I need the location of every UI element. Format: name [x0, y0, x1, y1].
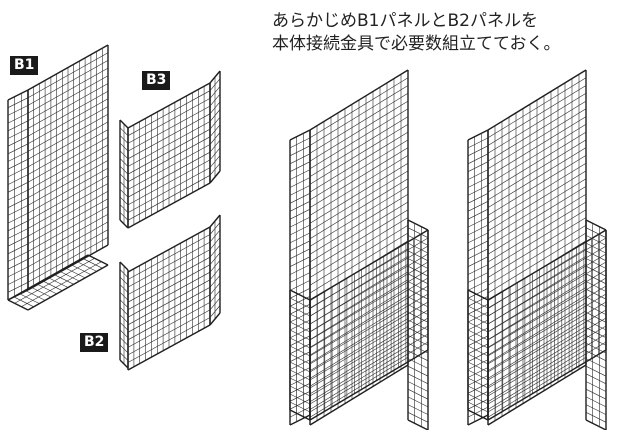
- instruction-text: あらかじめB1パネルとB2パネルを 本体接続金具で必要数組立てておく。: [272, 10, 617, 56]
- assembled-unit-right: [467, 69, 607, 430]
- panel-b2: [119, 214, 221, 371]
- panel-label-b3: B3: [142, 71, 171, 90]
- instruction-line-1: あらかじめB1パネルとB2パネルを: [272, 11, 538, 31]
- panel-b3: [119, 70, 221, 229]
- panel-b1: [7, 44, 109, 311]
- panel-label-b2: B2: [80, 333, 109, 352]
- assembled-unit-left: [289, 69, 429, 430]
- instruction-line-2: 本体接続金具で必要数組立てておく。: [272, 34, 561, 54]
- panel-label-b1: B1: [10, 56, 39, 75]
